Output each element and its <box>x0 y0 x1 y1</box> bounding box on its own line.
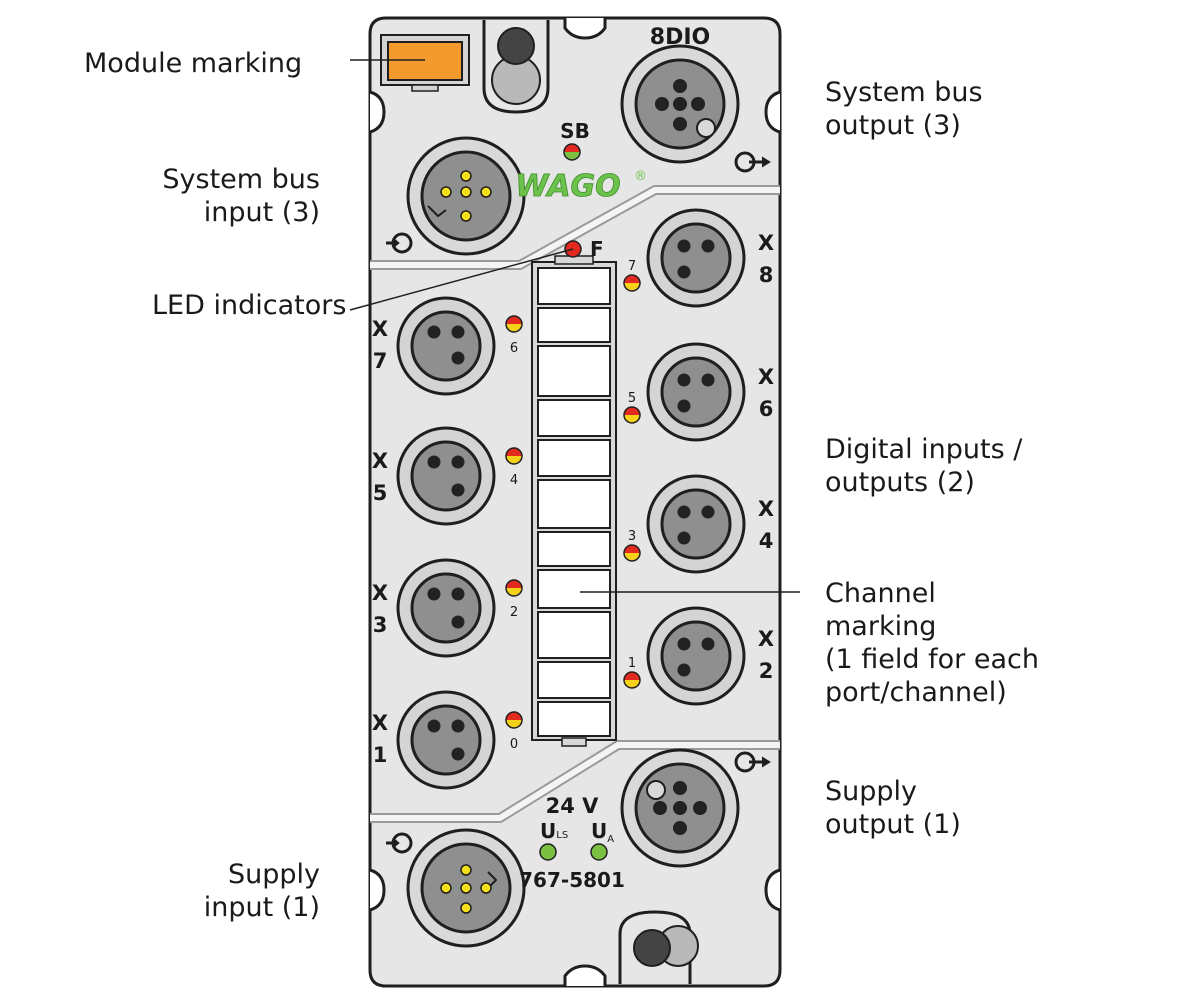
system-bus-output-connector <box>620 44 740 164</box>
channel-field <box>537 345 611 397</box>
channel-field <box>537 307 611 343</box>
led-number-4: 4 <box>510 473 518 488</box>
channel-field <box>537 267 611 305</box>
led-channel-5 <box>623 406 641 424</box>
sb-label: SB <box>560 119 590 143</box>
ua-label: UA <box>591 819 614 845</box>
led-channel-6 <box>505 315 523 333</box>
led-sb <box>563 143 581 161</box>
connector-output-icon <box>734 751 771 773</box>
connector-input-icon <box>386 232 413 254</box>
led-uls <box>539 843 557 861</box>
io-port-x7 <box>396 296 496 396</box>
led-channel-3 <box>623 544 641 562</box>
led-channel-2 <box>505 579 523 597</box>
io-port-x4 <box>646 474 746 574</box>
channel-field <box>537 399 611 437</box>
led-number-1: 1 <box>628 656 636 671</box>
led-number-6: 6 <box>510 341 518 356</box>
callout-led-indicators: LED indicators <box>152 290 346 321</box>
io-port-x3 <box>396 558 496 658</box>
led-ua <box>590 843 608 861</box>
connector-output-icon <box>734 151 771 173</box>
channel-marking-strip <box>531 255 617 747</box>
leader-lines <box>349 59 800 593</box>
mounting-screw-bottom <box>618 910 699 984</box>
io-port-x1 <box>396 690 496 790</box>
part-number: 767-5801 <box>519 868 625 892</box>
module-type-label: 8DIO <box>650 25 710 50</box>
io-port-x5 <box>396 426 496 526</box>
channel-field <box>537 611 611 659</box>
io-port-x2 <box>646 606 746 706</box>
led-number-3: 3 <box>628 529 636 544</box>
mounting-screw-top <box>482 20 550 114</box>
system-bus-input-connector <box>406 136 526 256</box>
led-channel-1 <box>623 671 641 689</box>
channel-field <box>537 661 611 699</box>
io-port-x6 <box>646 342 746 442</box>
supply-input-connector <box>406 828 526 948</box>
fault-label: F <box>590 237 604 261</box>
led-channel-4 <box>505 447 523 465</box>
wago-registered-mark: ® <box>634 169 647 184</box>
channel-field <box>537 439 611 477</box>
callout-module-marking: Module marking <box>84 48 302 79</box>
channel-field <box>537 531 611 567</box>
connector-input-icon <box>386 832 413 854</box>
led-number-2: 2 <box>510 605 518 620</box>
supply-output-connector <box>620 748 740 868</box>
led-number-0: 0 <box>510 737 518 752</box>
voltage-label: 24 V <box>546 794 600 818</box>
channel-field <box>537 701 611 737</box>
led-channel-0 <box>505 711 523 729</box>
led-number-7: 7 <box>628 259 636 274</box>
led-channel-7 <box>623 274 641 292</box>
io-port-x8 <box>646 208 746 308</box>
channel-field <box>537 479 611 529</box>
module-marking-label <box>380 34 470 92</box>
callout-digital-io: Digital inputs /outputs (2) <box>825 434 1023 498</box>
wago-logo: WAGO <box>515 169 620 204</box>
uls-label: ULS <box>540 819 568 843</box>
led-number-5: 5 <box>628 391 636 406</box>
channel-field <box>537 569 611 609</box>
